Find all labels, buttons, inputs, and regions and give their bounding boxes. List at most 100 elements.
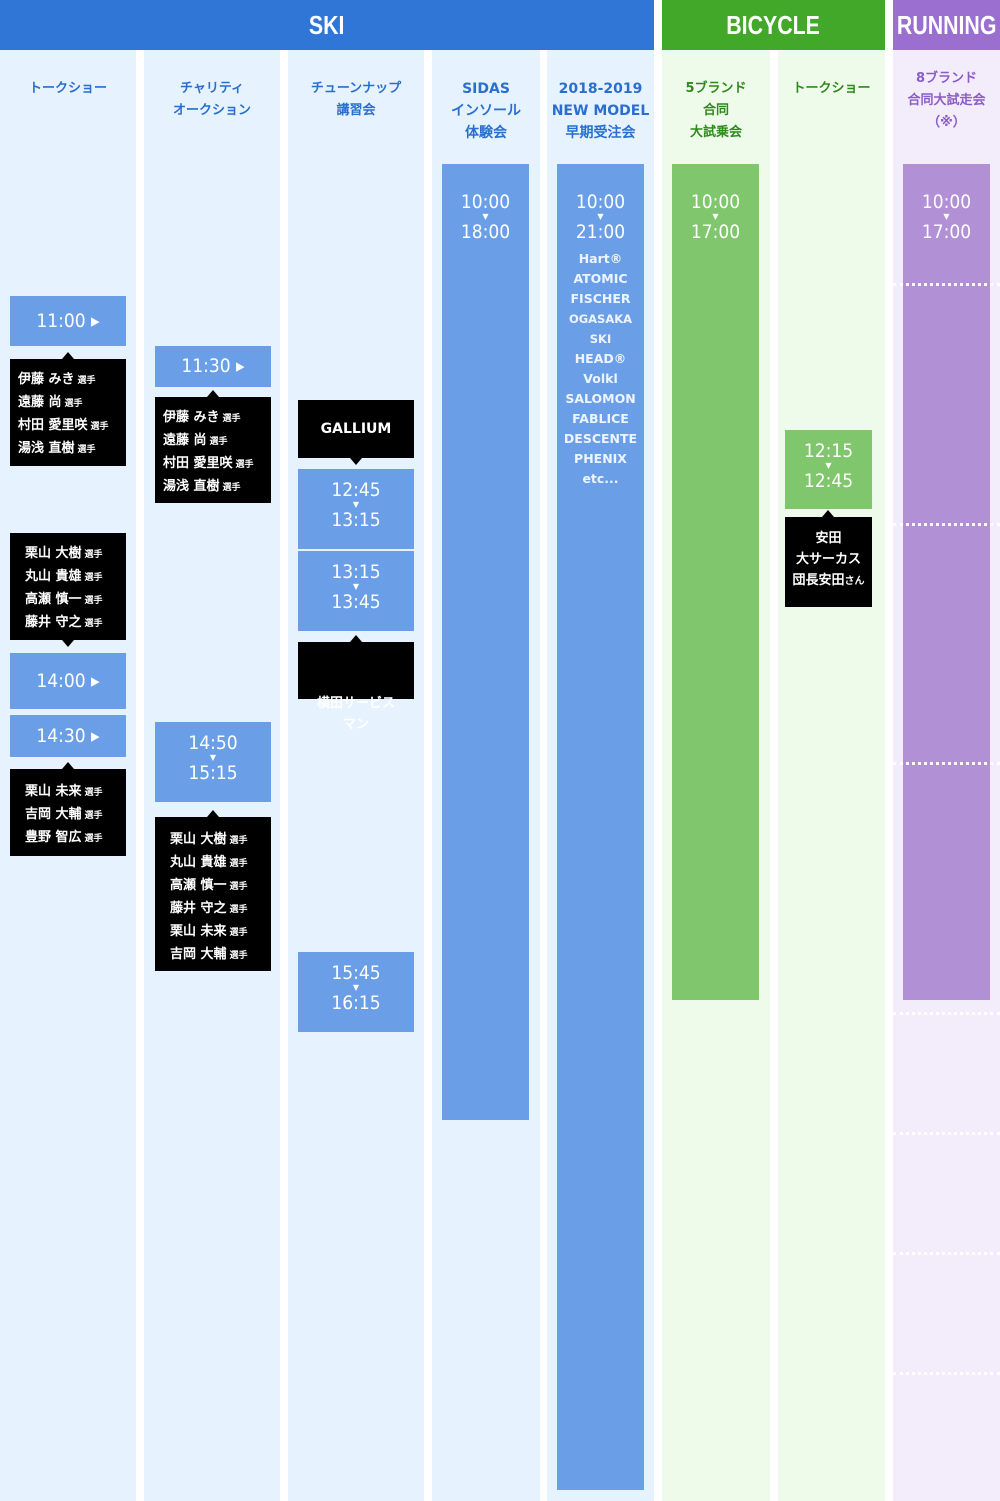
time-start: 12:45 bbox=[331, 479, 381, 501]
athlete-name: 藤井 守之選手 bbox=[25, 615, 103, 630]
time-end: 17:00 bbox=[921, 221, 972, 243]
time-slot: 14:00 ▸ 14:30 bbox=[10, 653, 126, 749]
time-slot: 15:45 ▼ 16:15 bbox=[298, 952, 414, 1032]
lecturer-label: GALLIUM bbox=[298, 400, 414, 465]
brand-name: SALOMON bbox=[565, 391, 636, 406]
time-start: 10:00 bbox=[460, 191, 511, 213]
column-bg-talkshow-bike bbox=[778, 50, 885, 1501]
time-slot: 10:00 ▼ 17:00 bbox=[672, 164, 759, 1000]
athlete-name: 湯浅 直樹選手 bbox=[18, 441, 96, 456]
brand-name: Hart® bbox=[578, 251, 623, 266]
speaker-list: 安田 大サーカス 団長安田さん bbox=[785, 510, 872, 607]
guest-name: 大サーカス bbox=[795, 552, 861, 567]
lecturer-label: 横田サービス マン bbox=[298, 635, 414, 732]
hour-divider bbox=[893, 523, 1000, 526]
brand-name: HEAD® bbox=[574, 351, 627, 366]
column-title-talkshow-bike: トークショー bbox=[792, 81, 871, 96]
athlete-name: 栗山 大樹選手 bbox=[25, 546, 103, 561]
time-start: 10:00 bbox=[690, 191, 741, 213]
athlete-name: 栗山 未来選手 bbox=[25, 784, 103, 799]
brand-name: ATOMIC bbox=[573, 271, 628, 286]
athlete-name: 高瀬 慎一選手 bbox=[25, 592, 103, 607]
time-end: 12:45 bbox=[803, 470, 854, 492]
column-bg-tuneup bbox=[288, 50, 424, 1501]
hour-divider bbox=[893, 762, 1000, 765]
athlete-name: 高瀬 慎一選手 bbox=[170, 878, 248, 893]
brand-name: Volkl bbox=[583, 371, 618, 386]
time-end: 15:15 bbox=[188, 762, 238, 784]
time-end: 13:15 bbox=[331, 509, 381, 531]
hour-divider bbox=[893, 1372, 1000, 1375]
column-title-tuneup: チューンナップ 講習会 bbox=[310, 81, 402, 118]
athlete-name: 丸山 貴雄選手 bbox=[25, 569, 103, 584]
athlete-name: 藤井 守之選手 bbox=[170, 901, 248, 916]
athlete-name: 丸山 貴雄選手 bbox=[170, 855, 248, 870]
athlete-name: 吉岡 大輔選手 bbox=[170, 947, 248, 962]
athlete-name: 村田 愛里咲選手 bbox=[163, 456, 254, 471]
column-title-sidas: SIDAS インソール 体験会 bbox=[451, 81, 521, 141]
arrow-down-icon: ▼ bbox=[209, 753, 217, 762]
time-start: 14:50 bbox=[188, 732, 238, 754]
time-start: 12:15 bbox=[803, 440, 854, 462]
brand-name: PHENIX bbox=[574, 451, 627, 466]
arrow-down-icon: ▼ bbox=[943, 212, 950, 221]
time-slot: 14:30 ▸ 14:50 bbox=[10, 715, 126, 790]
time-slot: 10:00 ▼ 17:00 bbox=[903, 164, 990, 1000]
arrow-down-icon: ▼ bbox=[352, 582, 360, 591]
time-start: 13:15 bbox=[331, 561, 381, 583]
brand-name: etc... bbox=[582, 471, 619, 486]
hour-divider bbox=[893, 1132, 1000, 1135]
athlete-name: 栗山 未来選手 bbox=[170, 924, 248, 939]
athlete-name: 吉岡 大輔選手 bbox=[25, 807, 103, 822]
column-title-newmodel: 2018-2019 NEW MODEL 早期受注会 bbox=[551, 81, 650, 141]
time-start: 10:00 bbox=[575, 191, 626, 213]
guest-name: 安田 bbox=[815, 531, 842, 546]
category-bicycle: BICYCLE bbox=[662, 0, 885, 50]
brand-name: FABLICE bbox=[572, 411, 629, 426]
brand-name: DESCENTE bbox=[563, 431, 638, 446]
time-slot: 14:50 ▼ 15:15 bbox=[155, 722, 271, 802]
brand-name: FISCHER bbox=[570, 291, 631, 306]
hour-divider bbox=[893, 1012, 1000, 1015]
speaker-list: 栗山 大樹選手丸山 貴雄選手高瀬 慎一選手藤井 守之選手栗山 未来選手吉岡 大輔… bbox=[155, 810, 271, 971]
time-slot: 11:30 ▸ 11:45 bbox=[155, 346, 271, 418]
hour-divider bbox=[893, 1252, 1000, 1255]
speaker-list: 栗山 未来選手吉岡 大輔選手豊野 智広選手 bbox=[10, 762, 126, 856]
athlete-name: 伊藤 みき選手 bbox=[163, 410, 241, 425]
speaker-list: 伊藤 みき選手遠藤 尚選手村田 愛里咲選手湯浅 直樹選手 bbox=[155, 390, 271, 503]
column-title-run8: 8ブランド 合同大試走会 （※） bbox=[907, 71, 986, 130]
athlete-name: 栗山 大樹選手 bbox=[170, 832, 248, 847]
column-title-talkshow-ski: トークショー bbox=[28, 81, 107, 96]
speaker-list: 伊藤 みき選手遠藤 尚選手村田 愛里咲選手湯浅 直樹選手 bbox=[10, 352, 126, 466]
brand-name: OGASAKA SKI bbox=[568, 312, 633, 346]
athlete-name: 遠藤 尚選手 bbox=[18, 395, 83, 410]
speaker-list: 栗山 大樹選手丸山 貴雄選手高瀬 慎一選手藤井 守之選手 bbox=[10, 533, 126, 647]
time-slot: 11:00 ▸ 11:30 bbox=[10, 296, 126, 383]
athlete-name: 豊野 智広選手 bbox=[25, 830, 103, 845]
arrow-down-icon: ▼ bbox=[482, 212, 489, 221]
column-title-bike5: 5ブランド 合同 大試乗会 bbox=[685, 81, 747, 140]
arrow-down-icon: ▼ bbox=[352, 983, 360, 992]
time-slot: 10:00 ▼ 18:00 bbox=[442, 164, 529, 1120]
time-end: 21:00 bbox=[575, 221, 626, 243]
time-start: 15:45 bbox=[331, 962, 381, 984]
athlete-name: 遠藤 尚選手 bbox=[163, 433, 228, 448]
time-slot: 12:45 ▼ 13:15 bbox=[298, 469, 414, 549]
arrow-down-icon: ▼ bbox=[352, 500, 360, 509]
arrow-down-icon: ▼ bbox=[825, 461, 832, 470]
category-ski: SKI bbox=[0, 0, 654, 50]
athlete-name: 伊藤 みき選手 bbox=[18, 372, 96, 387]
time-end: 17:00 bbox=[690, 221, 741, 243]
time-end: 18:00 bbox=[460, 221, 511, 243]
category-running: RUNNING bbox=[893, 0, 1000, 50]
column-title-charity: チャリティ オークション bbox=[172, 81, 251, 118]
hour-divider bbox=[893, 283, 1000, 286]
time-end: 16:15 bbox=[331, 992, 381, 1014]
time-end: 13:45 bbox=[331, 591, 381, 613]
time-slot: 13:15 ▼ 13:45 bbox=[298, 551, 414, 631]
arrow-down-icon: ▼ bbox=[712, 212, 719, 221]
guest-name: 団長安田さん bbox=[792, 573, 865, 588]
time-start: 10:00 bbox=[921, 191, 972, 213]
